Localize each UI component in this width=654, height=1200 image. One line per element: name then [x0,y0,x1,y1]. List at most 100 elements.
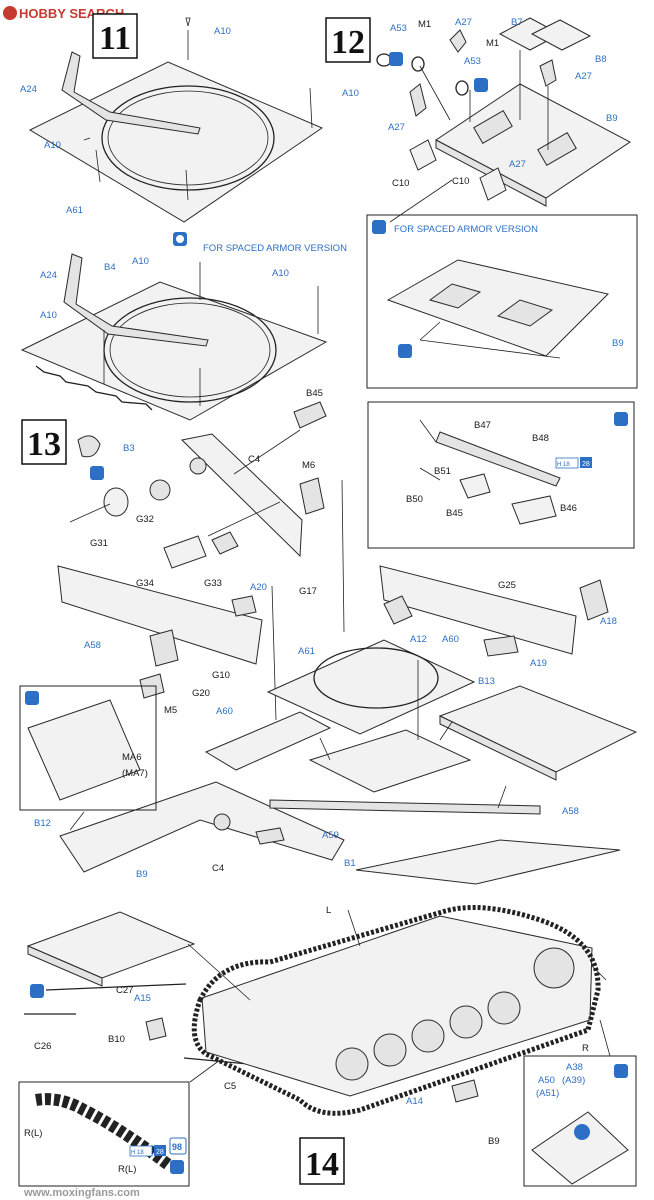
label-a51: (A51) [536,1088,559,1099]
label-rl-1: R(L) [24,1128,42,1139]
label-b7: B7 [511,17,523,28]
badge-98: 98 [169,1137,187,1155]
step12-icon-1 [389,52,403,66]
label-a10-4: A10 [132,256,149,267]
label-b9-inset: B9 [612,338,624,349]
part-a19 [483,635,519,657]
label-c27: C27 [116,985,133,996]
hull-front-b12 [59,781,345,873]
label-a27-2: A27 [575,71,592,82]
bar-c27 [45,983,187,991]
label-a10-1: A10 [214,26,231,37]
svg-text:H 18: H 18 [557,462,570,468]
label-a60-2: A60 [216,706,233,717]
label-a50: A50 [538,1075,555,1086]
hull-floor-a59 [308,729,472,793]
step-13-box [21,419,67,465]
part-g32 [149,479,171,501]
label-b45-2: B45 [446,508,463,519]
label-b8: B8 [595,54,607,65]
watermark-text: www.moxingfans.com [23,1187,140,1199]
label-a60-1: A60 [442,634,459,645]
bar-a24-spaced [63,253,209,347]
mg-inset-tool-icon [614,412,628,426]
step-11-number: 11 [99,20,131,57]
label-g34: G34 [136,578,154,589]
label-a15: A15 [134,993,151,1004]
part-a12 [383,595,413,625]
hull-assembled [201,915,593,1097]
label-a58-1: A58 [84,640,101,651]
step-12-labels: A53 M1 A27 B7 M1 B8 A53 A27 A27 B9 A27 C… [388,17,618,189]
deck-b9-step14 [26,911,196,979]
engine-deck-b13 [438,685,638,773]
side-b1 [355,839,621,885]
step12-icon-2 [474,78,488,92]
mg-inset-box [367,401,635,549]
ring-m1-1 [411,56,425,72]
label-b1: B1 [344,858,356,869]
label-g25: G25 [498,580,516,591]
hatch-right [537,132,577,166]
part-c4-lower [255,827,285,845]
fender-a60 [204,711,332,771]
badge-h18-28-1: H 18 28 [555,457,592,469]
label-l: L [326,905,331,916]
label-a24-2: A24 [40,270,57,281]
label-b47: B47 [474,420,491,431]
label-g20: G20 [192,688,210,699]
part-g31 [103,487,129,517]
track-inset-icon [170,1160,184,1174]
step-13: 13 H 18 28 [19,401,638,885]
step-12-number: 12 [331,24,365,61]
part-a18 [579,579,609,621]
label-a27-4: A27 [509,159,526,170]
label-a53-1: A53 [390,23,407,34]
roadwheel-3 [411,1019,445,1053]
label-a39: (A39) [562,1075,585,1086]
label-a58-2: A58 [562,806,579,817]
step-12: 12 [325,17,631,207]
label-c4-1: C4 [248,454,260,465]
label-b9-s14: B9 [136,869,148,880]
label-b9-1: B9 [606,113,618,124]
front-plate-c4 [180,433,303,558]
label-b51: B51 [434,466,451,477]
label-b13: B13 [478,676,495,687]
label-b3: B3 [123,443,135,454]
roadwheel-5 [487,991,521,1025]
turret-ring [101,85,275,191]
label-a14: A14 [406,1096,423,1107]
step-13-number: 13 [27,426,61,463]
label-a61-2: A61 [298,646,315,657]
label-b9-s14b: B9 [488,1136,500,1147]
part-a27-1 [449,29,467,53]
step-11-labels: A10 A24 A10 A10 A61 A10 A24 B4 A10 A10 [20,26,359,321]
side-rail-a58 [269,799,541,815]
label-b4: B4 [104,262,116,273]
spaced-armor-note-1: FOR SPACED ARMOR VERSION [173,232,347,254]
label-c5: C5 [224,1081,236,1092]
part-g10 [149,629,179,667]
label-a24-1: A24 [20,84,37,95]
idler-wheel [533,947,575,989]
label-a19: A19 [530,658,547,669]
step-11-box [92,13,138,59]
label-g17: G17 [299,586,317,597]
label-b10: B10 [108,1034,125,1045]
label-a53-2: A53 [464,56,481,67]
part-c10-2 [479,167,507,201]
step-14 [24,905,607,1116]
roadwheel-1 [335,1047,369,1081]
label-c10-2: C10 [452,176,469,187]
label-rl-2: R(L) [118,1164,136,1175]
part-g34 [163,535,207,569]
step-12-box [325,17,371,63]
label-a10-3: A10 [44,140,61,151]
label-a10-6: A10 [272,268,289,279]
spaced-armor-note-1-text: FOR SPACED ARMOR VERSION [203,243,347,254]
step-13-labels: B45 B3 C4 M6 B47 B48 B51 B50 B45 B46 G32… [34,388,617,874]
label-a61-1: A61 [66,205,83,216]
spaced-armor-inset-box [366,214,638,389]
